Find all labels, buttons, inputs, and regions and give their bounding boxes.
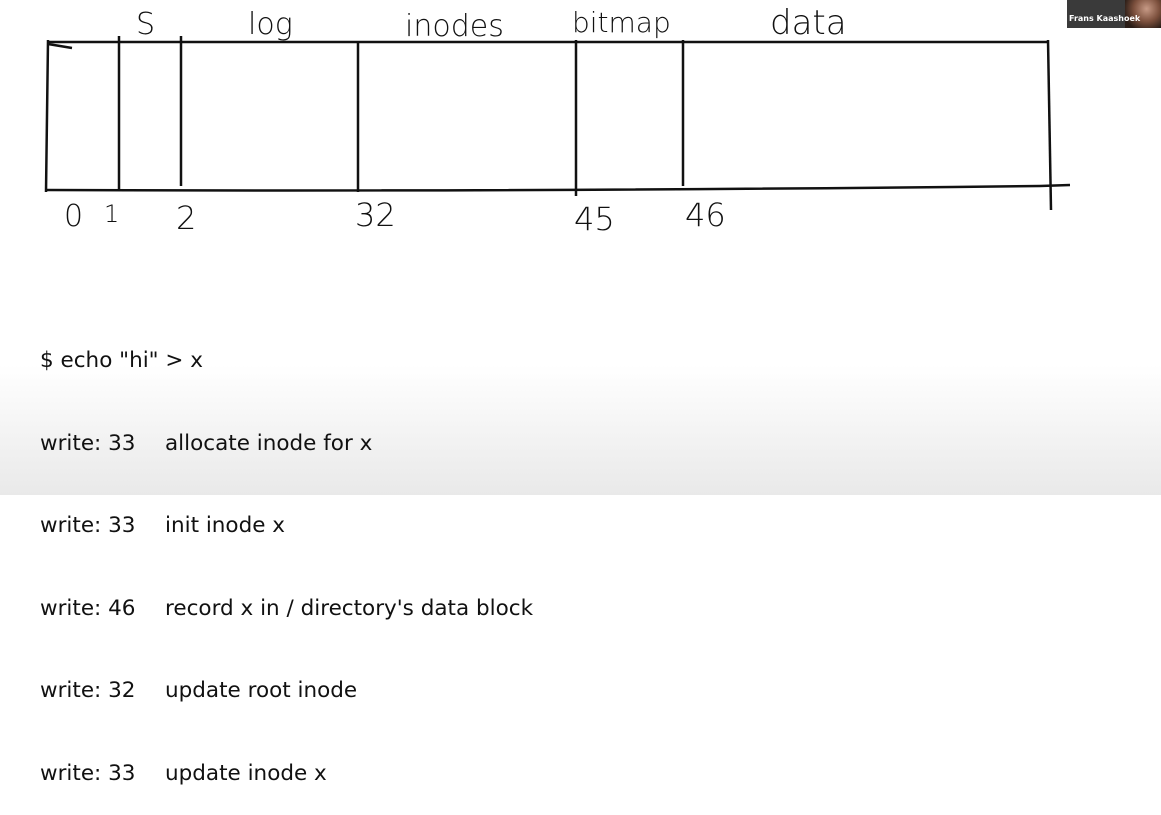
shell-command-text: $ echo "hi" > x <box>40 348 203 373</box>
write-block: write: 33 <box>40 513 136 538</box>
write-description: update root inode <box>165 678 358 703</box>
command-log: $ echo "hi" > x write: 33 allocate inode… <box>40 292 533 815</box>
shell-command: $ echo "hi" > x <box>40 347 533 375</box>
block-number-2: 2 <box>176 199 196 237</box>
label-data: data <box>770 3 847 43</box>
disk-layout-diagram: S log inodes bitmap data 0 1 2 32 45 46 <box>44 3 1071 238</box>
label-inodes: inodes <box>405 9 504 44</box>
label-log: log <box>248 7 293 42</box>
write-description: allocate inode for x <box>165 430 373 456</box>
label-bitmap: bitmap <box>572 6 671 39</box>
write-description: record x in / directory's data block <box>165 595 534 621</box>
write-entry: write: 32 update root inode <box>40 677 533 705</box>
disk-right-edge <box>1046 39 1053 211</box>
write-block: write: 33 <box>40 430 136 456</box>
write-block: write: 46 <box>40 595 136 621</box>
speaker-name: Frans Kaashoek <box>1069 14 1141 23</box>
write-entry: write: 33 init inode x <box>40 512 533 540</box>
write-description: init inode x <box>165 513 286 538</box>
disk-bottom-line <box>45 183 1071 192</box>
block-number-32: 32 <box>355 196 396 234</box>
write-entry: write: 46 record x in / directory's data… <box>40 595 533 623</box>
speaker-avatar <box>1125 0 1161 28</box>
block-number-46: 46 <box>685 196 726 234</box>
disk-left-edge <box>44 39 73 193</box>
label-superblock: S <box>136 7 155 42</box>
write-description: update inode x <box>165 760 327 786</box>
background-gradient <box>0 365 1161 495</box>
write-entry: write: 33 update inode x <box>40 760 533 788</box>
write-entry: write: 33 allocate inode for x <box>40 430 533 458</box>
block-number-45: 45 <box>574 200 615 238</box>
write-block: write: 33 <box>40 760 136 786</box>
block-number-1: 1 <box>104 200 119 228</box>
write-block: write: 32 <box>40 678 136 703</box>
block-number-0: 0 <box>64 199 83 234</box>
speaker-video-tile[interactable]: Frans Kaashoek <box>1067 0 1161 28</box>
